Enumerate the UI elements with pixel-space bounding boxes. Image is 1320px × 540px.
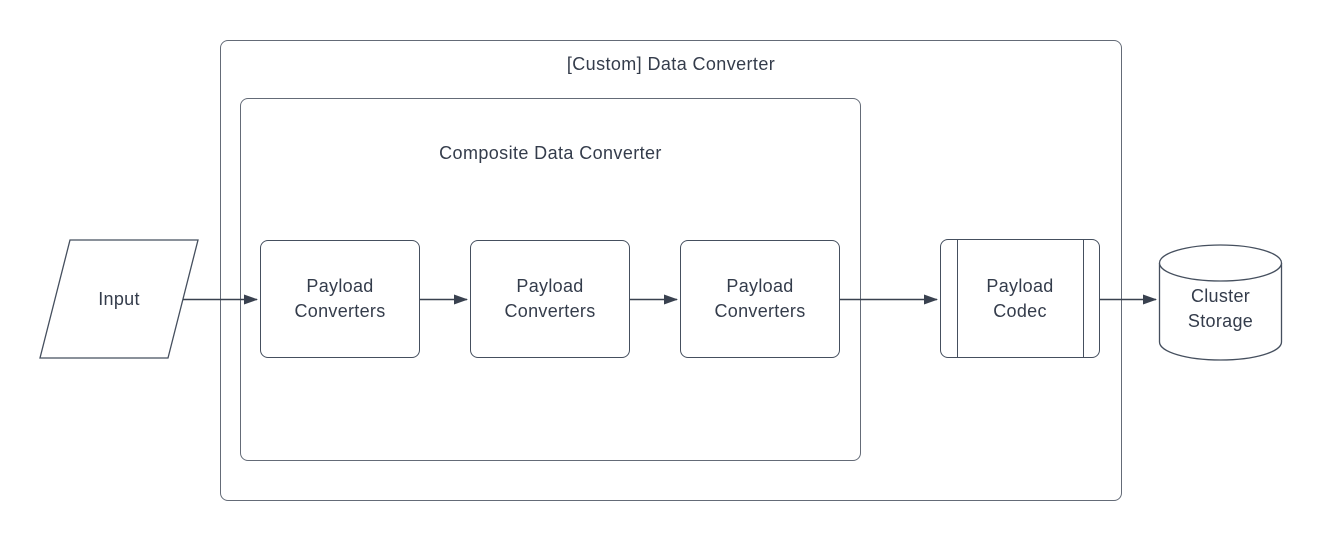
node-payload-converter-2: Payload Converters [470,240,630,358]
cylinder-top-shape [1158,244,1283,282]
node-cluster-storage-label: Cluster Storage [1187,286,1254,331]
node-payload-converter-1-label: Payload Converters [294,276,386,321]
node-payload-converter-2-label: Payload Converters [504,276,596,321]
node-payload-codec-label: Payload Codec [986,275,1054,321]
node-cluster-storage: Cluster Storage [1159,258,1282,360]
input-parallelogram-shape [39,239,199,359]
node-payload-converter-3: Payload Converters [680,240,840,358]
node-payload-converter-3-label: Payload Converters [714,276,806,321]
cylinder-body-shape [1158,263,1283,361]
group-custom-data-converter: [Custom] Data Converter [220,40,1122,501]
group-title-custom-data-converter: [Custom] Data Converter [566,54,776,74]
codec-right-bar [1083,240,1084,357]
node-payload-converter-1: Payload Converters [260,240,420,358]
node-input-label: Input [98,288,140,309]
node-payload-codec: Payload Codec [940,239,1100,358]
node-input: Input [55,240,183,358]
group-composite-data-converter: Composite Data Converter [240,98,861,461]
codec-left-bar [957,240,958,357]
group-title-composite-data-converter: Composite Data Converter [439,143,662,163]
